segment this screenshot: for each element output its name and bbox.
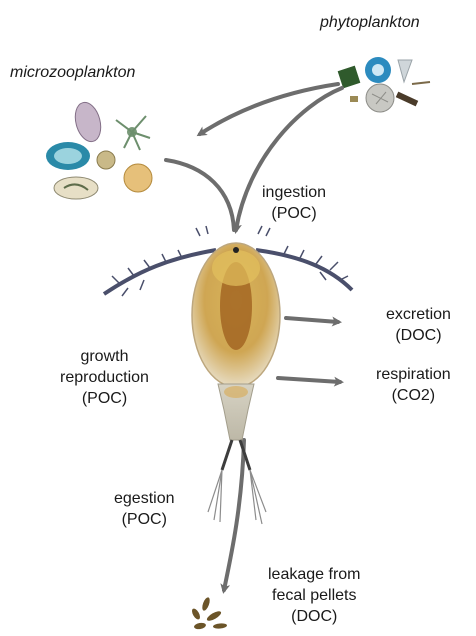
arrow-respiration bbox=[278, 378, 340, 382]
label-leakage-line3: (DOC) bbox=[268, 606, 361, 627]
label-respiration: respiration (CO2) bbox=[376, 364, 451, 406]
label-growth-line1: growth bbox=[60, 346, 149, 367]
label-egestion-line2: (POC) bbox=[114, 509, 175, 530]
label-egestion-line1: egestion bbox=[114, 488, 175, 509]
label-growth-line3: (POC) bbox=[60, 388, 149, 409]
label-ingestion-line1: ingestion bbox=[262, 182, 326, 203]
microzooplankton-cluster-icon bbox=[46, 100, 152, 199]
arrow-micro-to-copepod bbox=[166, 160, 234, 230]
arrow-phyto-to-micro bbox=[200, 84, 338, 134]
label-leakage-line2: fecal pellets bbox=[268, 585, 361, 606]
label-respiration-line2: (CO2) bbox=[376, 385, 451, 406]
label-excretion-line1: excretion bbox=[386, 304, 451, 325]
label-respiration-line1: respiration bbox=[376, 364, 451, 385]
label-leakage: leakage from fecal pellets (DOC) bbox=[268, 564, 361, 627]
label-excretion-line2: (DOC) bbox=[386, 325, 451, 346]
phytoplankton-cluster-icon bbox=[338, 57, 430, 112]
label-ingestion-line2: (POC) bbox=[262, 203, 326, 224]
label-leakage-line1: leakage from bbox=[268, 564, 361, 585]
arrow-egestion bbox=[224, 440, 244, 590]
label-phytoplankton: phytoplankton bbox=[320, 12, 420, 33]
label-ingestion: ingestion (POC) bbox=[262, 182, 326, 224]
label-growth-line2: reproduction bbox=[60, 367, 149, 388]
fecal-pellets-icon bbox=[190, 596, 227, 630]
label-egestion: egestion (POC) bbox=[114, 488, 175, 530]
label-microzooplankton: microzooplankton bbox=[10, 62, 135, 83]
label-growth: growth reproduction (POC) bbox=[60, 346, 149, 409]
arrow-excretion bbox=[286, 318, 338, 322]
label-excretion: excretion (DOC) bbox=[386, 304, 451, 346]
